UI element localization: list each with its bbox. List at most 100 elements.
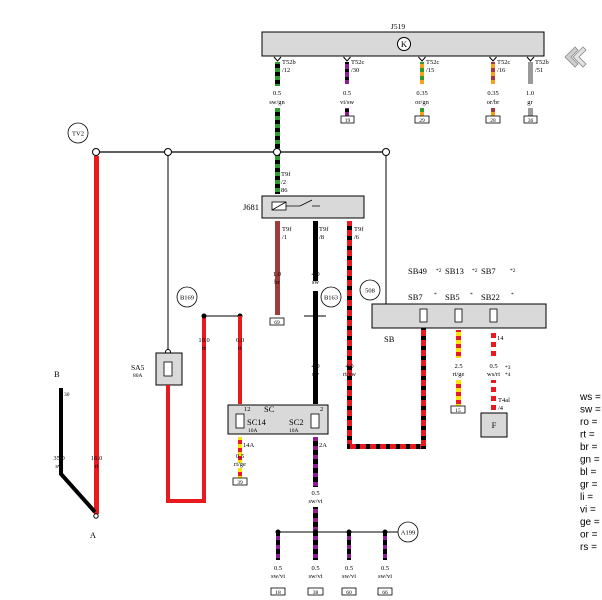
- pin-t9f-2-num: /2: [281, 179, 286, 186]
- legend-item-9: vi =: [580, 505, 596, 516]
- pin-sb-14: 14: [497, 335, 504, 342]
- pin-sc-2a: 2A: [319, 442, 327, 449]
- j681-relay-box: [261, 195, 365, 219]
- sb13-label: SB13: [445, 266, 464, 276]
- pin-t52c-16-num: /16: [497, 67, 506, 74]
- wire-color-rtge-sc: rt/ge: [234, 461, 246, 468]
- b169-node-left: [201, 313, 207, 319]
- wire-t52c-15: [420, 62, 424, 84]
- wire-color-w5: gr: [527, 99, 533, 106]
- ref-br: 69: [274, 320, 280, 326]
- sc14-label: SC14: [247, 417, 267, 427]
- sc14-rating: 10A: [248, 428, 258, 434]
- pin-t52c-30: T52c: [351, 59, 364, 66]
- legend-item-5: gn =: [580, 455, 600, 466]
- sb13-note: *2: [472, 268, 478, 274]
- wire-color-swvi: sw/vi: [308, 498, 322, 505]
- wire-t52c-30: [345, 62, 349, 84]
- pin-sc-14a: 14A: [243, 442, 255, 449]
- ref-b3: 60: [346, 590, 352, 596]
- sc14-fuse: [235, 413, 245, 429]
- wire-color-b1: sw/vi: [271, 573, 285, 580]
- wire-t52b-12: [275, 62, 280, 86]
- wire-sc2-swvi: [313, 437, 318, 487]
- k-symbol-circle: [397, 37, 411, 51]
- ref-box-69: [269, 317, 285, 326]
- wire-size-b1: 0.5: [274, 565, 282, 572]
- wire-6-rt: [238, 316, 242, 404]
- sb22-star: *: [511, 292, 514, 298]
- pin-t52c-15: T52c: [426, 59, 439, 66]
- terminal-a-node: [93, 513, 99, 519]
- wire-size-rtge-sb: 2.5: [454, 363, 462, 370]
- wire-color-w6: rt: [238, 345, 242, 352]
- wire-branch-18: [276, 532, 280, 560]
- pin-t9f-2-terminal: 86: [281, 187, 288, 194]
- sb5-star: *: [470, 292, 473, 298]
- b169-label: B169: [180, 295, 194, 302]
- wire-size-w1: 0.5: [273, 90, 281, 97]
- pin-t52b-12: T52b: [282, 59, 296, 66]
- wire-branch-38: [313, 532, 318, 560]
- wire-t52c-16: [491, 62, 495, 84]
- sb7-header-note: *2: [510, 268, 516, 274]
- wire-w2-lower: [345, 108, 349, 116]
- wire-4-sw-lower: [313, 291, 318, 404]
- pin-t9f-1: T9f: [282, 226, 292, 233]
- wire-color-br: br: [274, 279, 280, 286]
- component-f-box: [480, 412, 508, 438]
- sb22-label: SB22: [481, 292, 500, 302]
- pin-t52b-51-num: /51: [535, 67, 543, 74]
- wire-branch-66: [383, 532, 387, 560]
- legend-item-1: sw =: [580, 405, 601, 416]
- wire-w5-lower: [528, 108, 533, 116]
- wire-color-w4: or/br: [487, 99, 500, 106]
- b169-circle: [176, 286, 198, 308]
- a-label: A: [90, 530, 97, 540]
- pin-t52c-30-num: /30: [351, 67, 359, 74]
- wire-color-rtsw: rt/sw: [343, 371, 356, 378]
- pin-t9f-6: T9f: [354, 226, 364, 233]
- wire-4-sw: [313, 221, 318, 281]
- color-legend: ws = sw = ro = rt = br = gn = bl = gr = …: [579, 392, 601, 553]
- wire-color-w16: rt: [95, 463, 99, 470]
- wire-size-w5: 1.0: [526, 90, 534, 97]
- sb5-label: SB5: [445, 292, 460, 302]
- wire-4-rtsw: [347, 221, 352, 447]
- wire-sb22-wsrt-lower: [491, 380, 496, 412]
- a199-label: A199: [401, 530, 415, 537]
- bus-node-j681: [273, 148, 281, 156]
- legend-item-4: br =: [580, 442, 598, 453]
- wire-rtsw-to-sb7: [421, 320, 426, 449]
- wire-size-w3: 0.35: [416, 90, 427, 97]
- sa5-rating: 80A: [133, 373, 143, 379]
- wire-color-b2: sw/vi: [308, 573, 322, 580]
- pin-t9f-1-num: /1: [282, 234, 287, 241]
- wire-sc14-rtge-lower: [238, 468, 242, 478]
- bus-node-tv2: [92, 148, 100, 156]
- wire-color-w1: sw/gn: [269, 99, 285, 106]
- ref-w5: 36: [528, 118, 534, 124]
- wire-color-w2: vi/sw: [340, 99, 354, 106]
- ref-b2: 38: [313, 590, 319, 596]
- b163-circle: [320, 286, 342, 308]
- legend-item-3: rt =: [580, 430, 595, 441]
- wire-color-w10: rt: [202, 345, 206, 352]
- ref-rtge-sc: 39: [237, 480, 243, 486]
- legend-item-2: ro =: [580, 417, 598, 428]
- legend-item-6: bl =: [580, 467, 597, 478]
- chevron-left-icon[interactable]: [564, 46, 587, 68]
- legend-item-0: ws =: [579, 392, 601, 403]
- wire-size-b2: 0.5: [311, 565, 319, 572]
- wire-sb5-rtge-lower: [456, 380, 461, 406]
- wire-16-rt: [94, 156, 99, 514]
- wire-size-w2: 0.5: [343, 90, 351, 97]
- pin-t52b-12-num: /12: [282, 67, 290, 74]
- wire-size-b4: 0.5: [381, 565, 389, 572]
- wire-35-sw: [59, 388, 97, 514]
- sb49-label: SB49: [408, 266, 427, 276]
- pin-t52b-51: T52b: [535, 59, 549, 66]
- tv2-circle: [67, 122, 89, 144]
- sb7-label: SB7: [408, 292, 423, 302]
